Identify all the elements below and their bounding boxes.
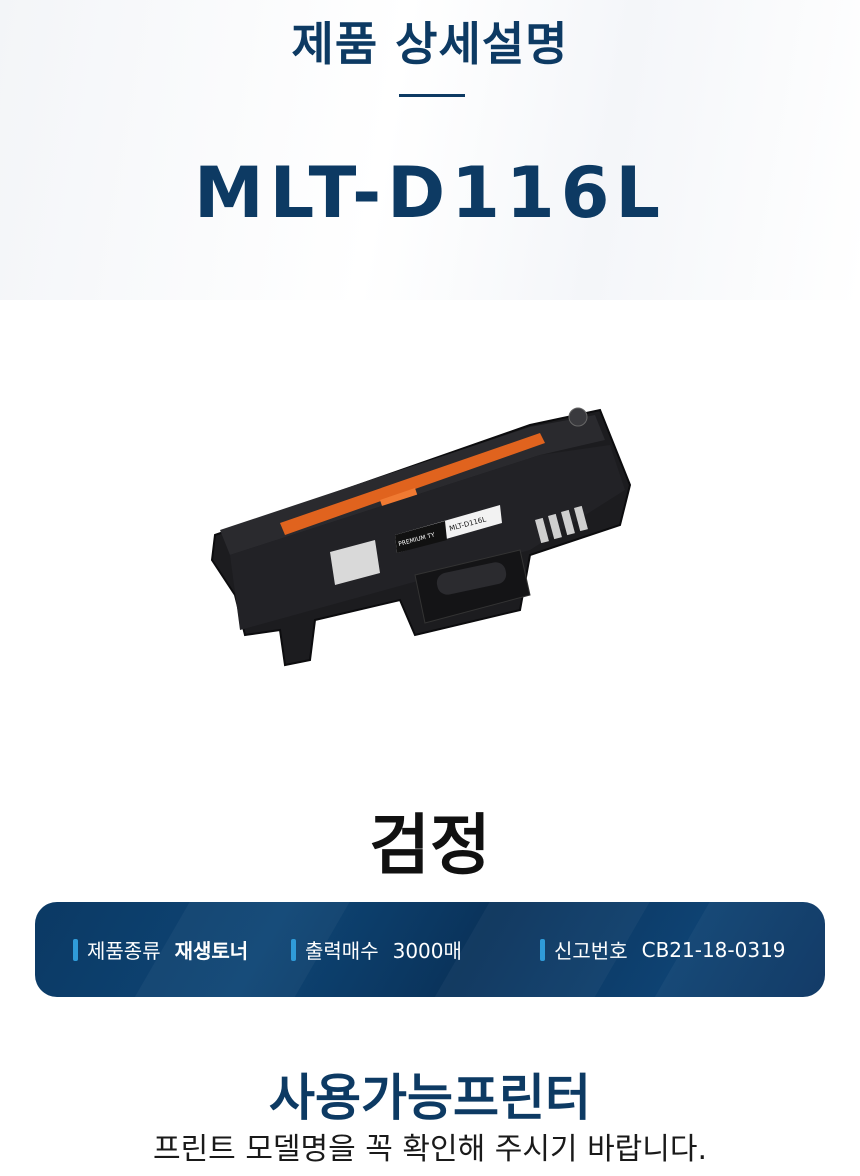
spec-product-type: 제품종류 재생토너 bbox=[73, 902, 248, 997]
compatible-printers-title: 사용가능프린터 bbox=[269, 1069, 591, 1127]
spec-marker bbox=[73, 938, 78, 961]
model-name: MLT-D116L bbox=[193, 152, 667, 234]
spec-marker bbox=[291, 938, 296, 961]
spec-marker bbox=[540, 938, 545, 961]
spec-value: 3000매 bbox=[392, 939, 462, 963]
spec-report-number: 신고번호 CB21-18-0319 bbox=[540, 902, 786, 997]
spec-bar: 제품종류 재생토너 출력매수 3000매 신고번호 CB21-18-0319 bbox=[35, 902, 825, 997]
compatible-printers-note: 프린트 모델명을 꼭 확인해 주시기 바랍니다. bbox=[152, 1132, 708, 1167]
toner-cartridge-image: PREMIUM TY MLT-D116L bbox=[210, 407, 632, 667]
white-sticker bbox=[330, 540, 380, 585]
spec-page-yield: 출력매수 3000매 bbox=[291, 902, 462, 997]
spec-value: CB21-18-0319 bbox=[641, 937, 786, 962]
spec-label: 출력매수 bbox=[305, 939, 379, 963]
spec-label: 신고번호 bbox=[554, 939, 628, 963]
spec-value: 재생토너 bbox=[174, 939, 249, 963]
spec-label: 제품종류 bbox=[87, 939, 161, 963]
section-title: 제품 상세설명 bbox=[291, 17, 569, 71]
header-background bbox=[0, 0, 860, 300]
title-divider bbox=[399, 94, 465, 97]
color-label: 검정 bbox=[369, 807, 491, 884]
